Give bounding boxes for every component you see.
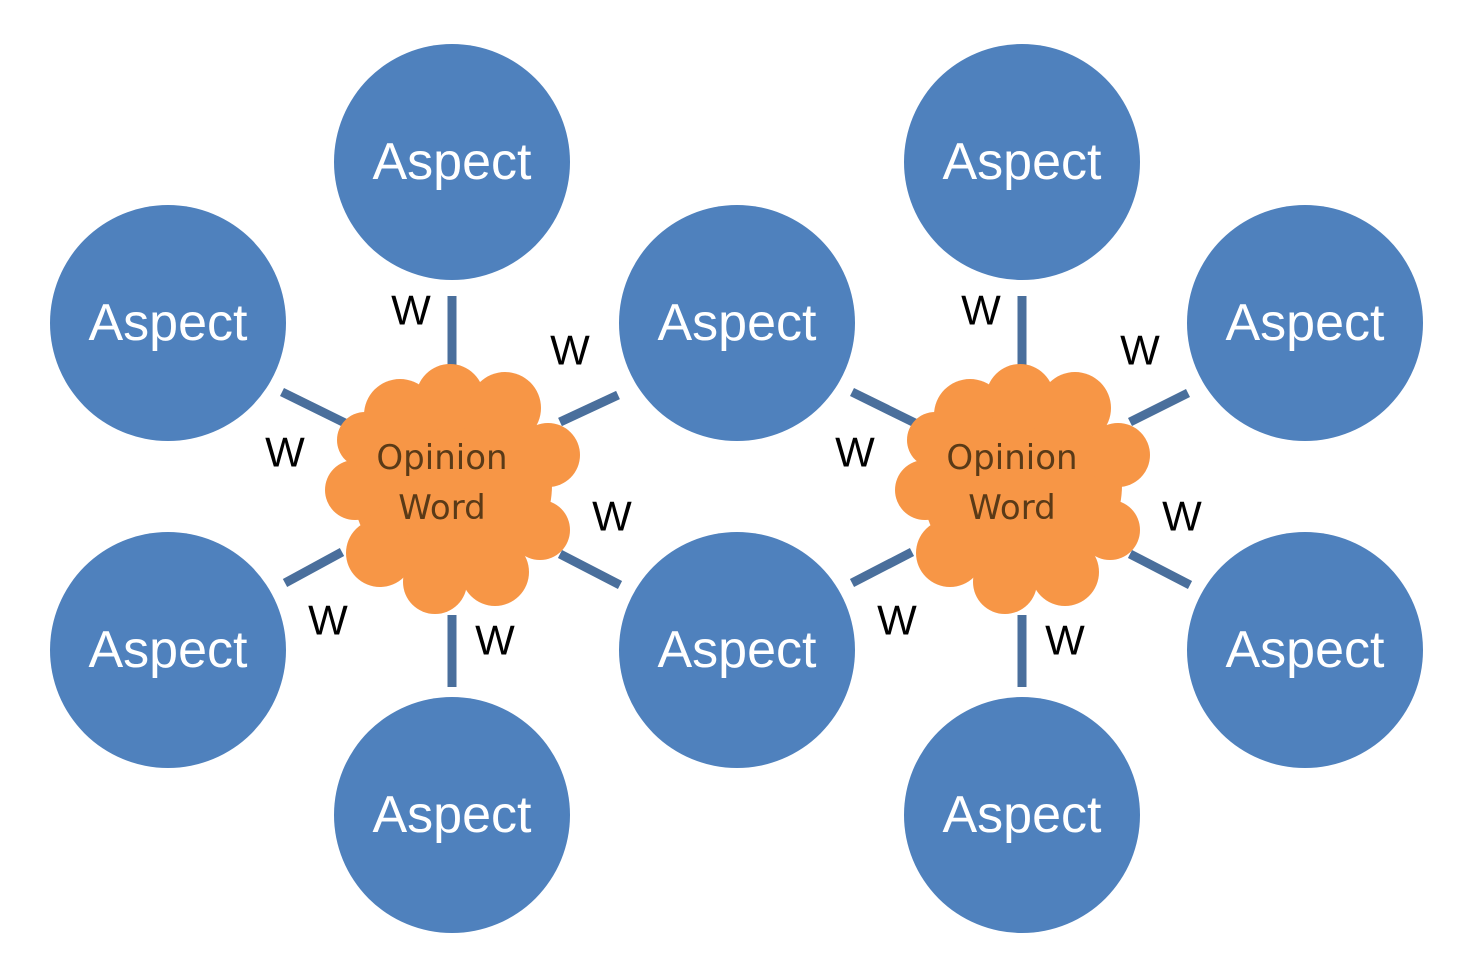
aspect-node-bottom: Aspect bbox=[334, 697, 570, 933]
aspect-label: Aspect bbox=[658, 621, 818, 679]
edge-upper-left bbox=[850, 387, 917, 428]
edge-lower-right bbox=[557, 550, 623, 589]
weight-label-lower-right: W bbox=[1162, 493, 1202, 540]
group-1: Opinion Word Aspect Aspect Aspect Aspect… bbox=[50, 44, 855, 933]
aspect-node-upper-right: Aspect bbox=[1187, 205, 1423, 441]
aspect-label: Aspect bbox=[89, 621, 249, 679]
edge-upper-right bbox=[1127, 388, 1191, 427]
weight-label-upper-right: W bbox=[1120, 327, 1160, 374]
aspect-node-lower-right: Aspect bbox=[1187, 532, 1423, 768]
aspect-node-upper-right: Aspect bbox=[619, 205, 855, 441]
weight-label-lower-right: W bbox=[592, 493, 632, 540]
edge-upper-left bbox=[280, 387, 347, 428]
aspect-node-lower-left: Aspect bbox=[50, 532, 286, 768]
weight-label-lower-left: W bbox=[308, 597, 348, 644]
weight-label-bottom: W bbox=[475, 617, 515, 664]
weight-label-upper-right: W bbox=[550, 327, 590, 374]
aspect-label: Aspect bbox=[943, 786, 1103, 844]
cloud-label-line2: Word bbox=[968, 488, 1055, 528]
aspect-node-lower-right: Aspect bbox=[619, 532, 855, 768]
opinion-word-cloud: Opinion Word bbox=[325, 364, 580, 614]
aspect-label: Aspect bbox=[1226, 621, 1386, 679]
aspect-label: Aspect bbox=[373, 786, 533, 844]
edge-lower-left bbox=[282, 548, 345, 587]
aspect-label: Aspect bbox=[373, 133, 533, 191]
weight-label-upper-left: W bbox=[835, 429, 875, 476]
opinion-word-cloud: Opinion Word bbox=[895, 364, 1150, 614]
aspect-label: Aspect bbox=[1226, 294, 1386, 352]
aspect-label: Aspect bbox=[943, 133, 1103, 191]
edge-lower-right bbox=[1127, 550, 1193, 589]
cloud-label-line2: Word bbox=[398, 488, 485, 528]
aspect-node-top: Aspect bbox=[904, 44, 1140, 280]
weight-label-top: W bbox=[391, 287, 431, 334]
aspect-node-upper-left: Aspect bbox=[50, 205, 286, 441]
aspect-label: Aspect bbox=[89, 294, 249, 352]
weight-label-upper-left: W bbox=[265, 429, 305, 476]
weight-label-lower-left: W bbox=[877, 597, 917, 644]
cloud-label-line1: Opinion bbox=[946, 438, 1077, 478]
group-2: Opinion Word Aspect Aspect Aspect Aspect… bbox=[835, 44, 1423, 933]
aspect-node-top: Aspect bbox=[334, 44, 570, 280]
weight-label-top: W bbox=[961, 287, 1001, 334]
weight-label-bottom: W bbox=[1045, 617, 1085, 664]
aspect-label: Aspect bbox=[658, 294, 818, 352]
edge-upper-right bbox=[558, 390, 620, 427]
edge-lower-left bbox=[849, 548, 915, 587]
aspect-node-bottom: Aspect bbox=[904, 697, 1140, 933]
cloud-label-line1: Opinion bbox=[376, 438, 507, 478]
